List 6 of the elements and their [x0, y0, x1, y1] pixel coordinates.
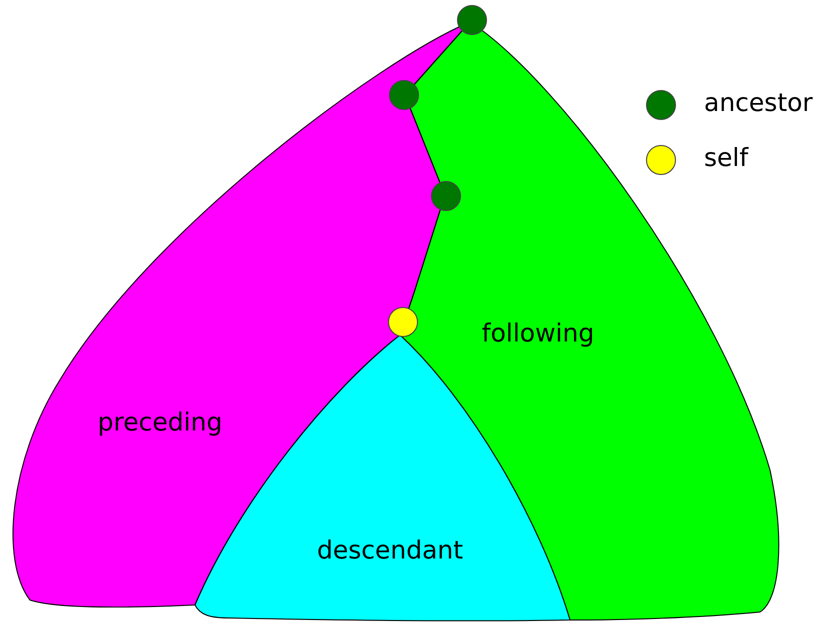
- circle-marker: [457, 5, 487, 35]
- region-label: preceding: [98, 408, 222, 436]
- region-label: following: [482, 318, 594, 348]
- region-label: descendant: [316, 536, 464, 564]
- legend-label: self: [704, 143, 748, 172]
- legend-label: ancestor: [704, 88, 813, 117]
